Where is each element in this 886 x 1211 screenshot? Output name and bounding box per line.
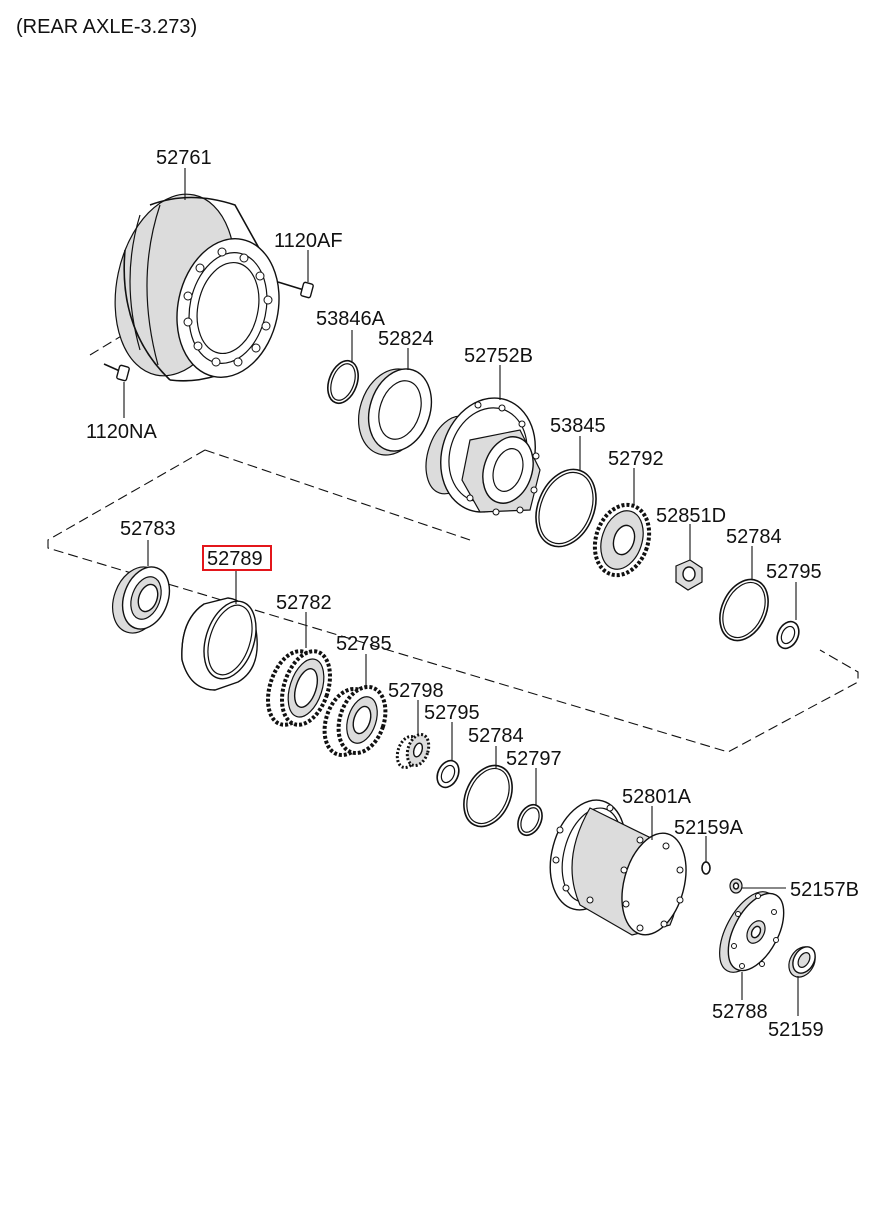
label-52159[interactable]: 52159 [768, 1019, 824, 1041]
label-53845[interactable]: 53845 [550, 415, 606, 437]
washer-52795-lower[interactable] [433, 757, 463, 791]
label-52157B[interactable]: 52157B [790, 879, 859, 901]
ring-52784-lower[interactable] [455, 758, 522, 835]
label-52789[interactable]: 52789 [207, 548, 263, 570]
gear-52785[interactable] [317, 681, 394, 761]
brake-drum-52761[interactable] [99, 183, 291, 387]
washer-52795-upper[interactable] [773, 618, 803, 652]
ring-52784-upper[interactable] [711, 572, 778, 649]
bolt-1120AF[interactable] [277, 281, 314, 299]
o-ring-53845[interactable] [525, 460, 607, 555]
label-52797[interactable]: 52797 [506, 748, 562, 770]
ring-52797-inner [520, 807, 540, 833]
cover-plate-52788[interactable] [708, 883, 795, 981]
o-ring-53845-inner [538, 471, 594, 545]
diagram-title: (REAR AXLE-3.273) [16, 16, 197, 38]
wheel-hub-52752B[interactable] [417, 386, 550, 525]
label-53846A[interactable]: 53846A [316, 308, 386, 330]
kit-boundary-dashed [47, 449, 859, 753]
ring-52797[interactable] [513, 801, 546, 839]
highlight-box-52789 [202, 545, 272, 571]
label-52788[interactable]: 52788 [712, 1001, 768, 1023]
label-1120NA[interactable]: 1120NA [86, 421, 157, 443]
o-ring-53846A[interactable] [322, 357, 363, 408]
label-52851D[interactable]: 52851D [656, 505, 726, 527]
label-52782[interactable]: 52782 [276, 592, 332, 614]
label-52752B[interactable]: 52752B [464, 345, 533, 367]
seal-52824[interactable] [348, 360, 442, 463]
nut-52851D[interactable] [675, 559, 703, 591]
ring-52784-upper-inner [722, 581, 766, 639]
label-52783[interactable]: 52783 [120, 518, 176, 540]
label-52784-lower[interactable]: 52784 [468, 725, 524, 747]
label-52159A[interactable]: 52159A [674, 817, 744, 839]
label-52801A[interactable]: 52801A [622, 786, 692, 808]
sleeve-52789[interactable] [181, 595, 265, 691]
label-52824[interactable]: 52824 [378, 328, 434, 350]
label-52798[interactable]: 52798 [388, 680, 444, 702]
label-52761[interactable]: 52761 [156, 147, 212, 169]
gear-52782[interactable] [259, 645, 338, 731]
label-52784-upper[interactable]: 52784 [726, 526, 782, 548]
bolt-1120NA[interactable] [103, 363, 130, 382]
seal-52159[interactable] [784, 942, 821, 982]
ring-52784-lower-inner [466, 767, 510, 825]
label-1120AF[interactable]: 1120AF [274, 230, 343, 252]
washer-52159A[interactable] [701, 861, 711, 875]
label-52795-lower[interactable]: 52795 [424, 702, 480, 724]
nut-52157B[interactable] [729, 878, 743, 894]
kit-boundary-top [204, 449, 471, 541]
gear-52798[interactable] [394, 732, 433, 771]
bearing-52783[interactable] [104, 560, 178, 640]
o-ring-53846A-inner [330, 363, 356, 401]
label-52795-upper[interactable]: 52795 [766, 561, 822, 583]
label-52792[interactable]: 52792 [608, 448, 664, 470]
gear-52792[interactable] [586, 498, 658, 583]
housing-52801A[interactable] [539, 792, 697, 942]
label-52785[interactable]: 52785 [336, 633, 392, 655]
